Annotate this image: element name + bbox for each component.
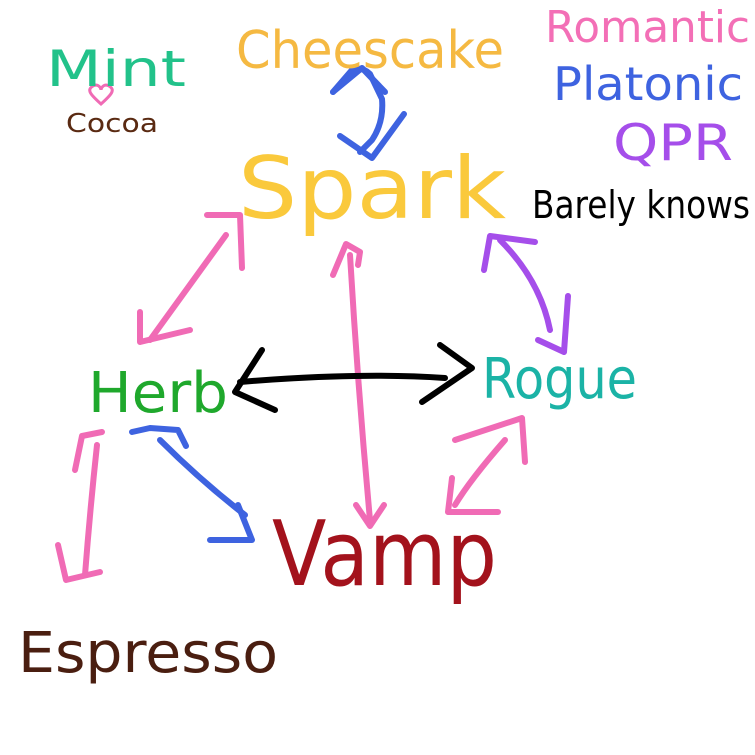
legend: Romantic Platonic QPR Barely knows <box>532 2 750 227</box>
legend-romantic: Romantic <box>545 2 750 53</box>
arrow-spark-vamp <box>330 241 387 529</box>
arrow-herb-rogue-line <box>237 372 448 385</box>
character-espresso: Espresso <box>18 621 278 686</box>
character-rogue: Rogue <box>482 347 637 412</box>
arrow-spark-rogue-head-top <box>481 233 538 273</box>
heart-icon <box>88 83 114 107</box>
arrow-spark-herb-head-bottom <box>137 309 193 345</box>
arrow-cheesecake-spark <box>330 65 407 161</box>
arrow-spark-herb <box>137 212 245 345</box>
arrow-herb-vamp-line <box>157 437 248 518</box>
arrow-spark-herb-head-top <box>204 212 245 271</box>
arrow-spark-rogue-head-bottom <box>535 293 571 355</box>
arrow-herb-vamp-head-bottom <box>207 502 255 543</box>
arrow-cheesecake-spark-head-a <box>330 65 388 95</box>
arrow-rogue-vamp-line <box>452 437 508 508</box>
arrow-herb-rogue-head-right <box>419 342 475 405</box>
arrow-rogue-vamp-head-bottom <box>445 475 501 515</box>
arrow-rogue-vamp <box>445 415 528 515</box>
character-cocoa: Cocoa <box>66 109 158 139</box>
arrow-spark-rogue <box>481 233 571 355</box>
arrow-herb-vamp <box>129 425 255 543</box>
arrow-herb-vamp-head-top <box>129 425 189 449</box>
legend-platonic: Platonic <box>553 57 743 111</box>
arrow-herb-espresso-line <box>82 442 100 578</box>
character-herb: Herb <box>88 361 228 426</box>
legend-qpr: QPR <box>613 114 733 172</box>
arrow-cheesecake-spark-head-b <box>337 111 407 161</box>
arrow-spark-vamp-line <box>347 252 373 523</box>
arrow-spark-vamp-head-top <box>330 241 363 278</box>
arrow-spark-vamp-head-bottom <box>353 502 387 529</box>
arrow-herb-espresso <box>55 429 105 583</box>
arrow-herb-rogue-head-left <box>232 347 278 413</box>
character-cheesecake: Cheescake <box>236 21 504 81</box>
arrow-herb-espresso-head-bottom <box>55 542 103 583</box>
arrow-spark-herb-line <box>147 232 229 343</box>
character-spark: Spark <box>238 139 506 239</box>
character-vamp: Vamp <box>272 502 497 607</box>
character-mint: Mint <box>46 40 186 98</box>
legend-barely-knows: Barely knows <box>532 183 750 227</box>
arrow-herb-rogue <box>232 342 475 413</box>
arrow-spark-rogue-line <box>497 237 553 333</box>
arrow-herb-espresso-head-top <box>72 429 105 473</box>
arrow-rogue-vamp-head-top <box>452 415 528 465</box>
